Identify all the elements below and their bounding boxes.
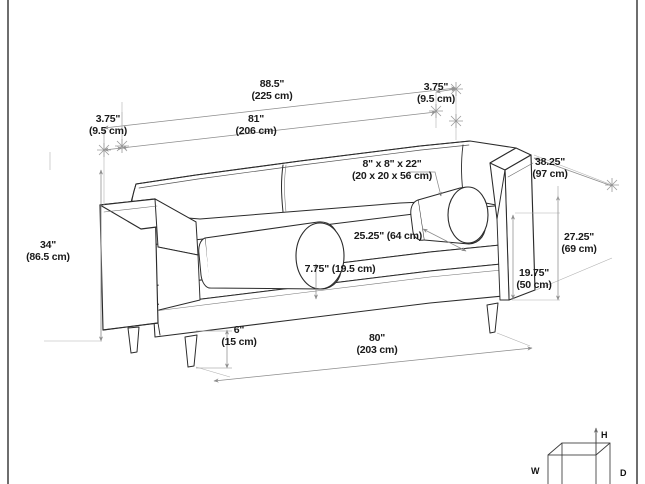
dim-label-arm-width-right: 3.75" (9.5 cm) bbox=[416, 81, 456, 105]
dim-label-cushion-thickness: 7.75" (19.5 cm) bbox=[304, 263, 376, 275]
dim-line-seat-depth bbox=[422, 228, 467, 252]
sofa-back-top-edge-inner bbox=[138, 144, 470, 189]
left-bolster-end-cap bbox=[295, 222, 345, 290]
right-arm-seam bbox=[507, 162, 534, 178]
dim-label-inner-width: 81" (206 cm) bbox=[235, 113, 277, 137]
left-arm-bottom-edge bbox=[102, 322, 161, 336]
back-cushion-seam-2 bbox=[284, 164, 287, 213]
dim-label-base-width: 80" (203 cm) bbox=[356, 332, 398, 356]
sofa-leg-back-left bbox=[127, 326, 140, 354]
page-border bbox=[7, 0, 638, 484]
dim-label-bolster-pillow: 8" x 8" x 22" (20 x 20 x 56 cm) bbox=[351, 158, 433, 182]
dim-label-overall-height: 34" (86.5 cm) bbox=[26, 239, 70, 263]
legend-label-depth: D bbox=[620, 468, 627, 478]
legend-cube-back bbox=[561, 442, 611, 484]
dim-line-inner-width bbox=[121, 110, 437, 150]
sofa-illustration bbox=[99, 140, 536, 368]
dimension-tick-marks bbox=[97, 82, 619, 192]
dim-label-overall-width: 88.5" (225 cm) bbox=[251, 78, 293, 102]
dimension-lines bbox=[44, 82, 619, 383]
sofa-base-band-highlight bbox=[154, 267, 523, 312]
dim-label-arm-height: 27.25" (69 cm) bbox=[561, 231, 597, 255]
dim-label-depth: 38.25" (97 cm) bbox=[532, 156, 568, 180]
dim-line-depth bbox=[533, 157, 613, 187]
dim-label-seat-height: 19.75" (50 cm) bbox=[516, 267, 552, 291]
legend-label-height: H bbox=[601, 430, 608, 440]
dim-label-arm-width-left: 3.75" (9.5 cm) bbox=[88, 113, 128, 137]
sofa-leg-front-left bbox=[184, 334, 198, 368]
dim-line-base-width bbox=[213, 346, 533, 383]
right-bolster-tail bbox=[410, 199, 425, 241]
legend-label-width: W bbox=[531, 466, 540, 476]
left-arm-seam bbox=[103, 205, 158, 213]
left-arm-inner-edge bbox=[157, 246, 201, 311]
dim-label-leg-height: 6" (15 cm) bbox=[221, 324, 257, 348]
dim-line-arm-right bbox=[435, 87, 457, 94]
leader-bolster-callout bbox=[408, 171, 442, 197]
sofa-leg-front-right bbox=[486, 302, 499, 334]
right-arm-front-edge bbox=[496, 169, 510, 301]
back-cushion-seam-1 bbox=[281, 164, 284, 213]
dim-label-seat-depth: 25.25" (64 cm) bbox=[353, 230, 423, 242]
wdh-legend bbox=[547, 427, 611, 484]
sofa-back-top-edge bbox=[135, 140, 471, 185]
legend-cube-front bbox=[547, 454, 597, 484]
left-bolster-tail bbox=[198, 237, 211, 289]
